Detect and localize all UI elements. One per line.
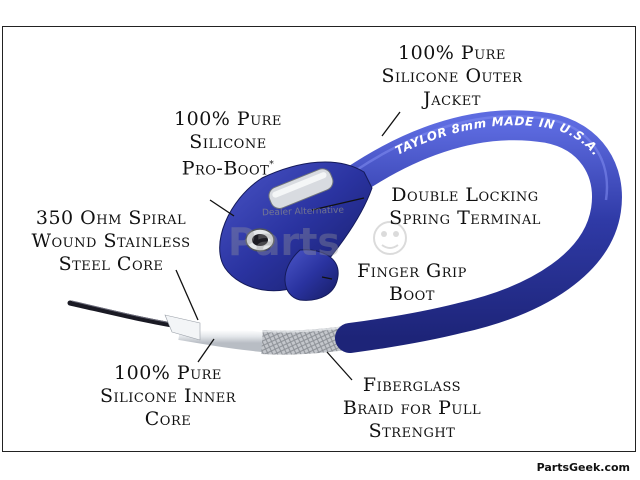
label-spring-terminal: Double Locking Spring Terminal (389, 184, 541, 229)
spring-terminal (245, 168, 334, 252)
leader-braid (326, 351, 353, 381)
svg-text:Parts: Parts (228, 220, 340, 264)
leader-finger-grip (321, 276, 333, 280)
leader-steel-core (175, 269, 199, 321)
label-fiberglass-braid: Fiberglass Braid for Pull Strenght (342, 374, 482, 442)
label-finger-grip: Finger Grip Boot (357, 260, 467, 305)
leader-spring-terminal (311, 197, 365, 211)
label-inner-core: 100% Pure Silicone Inner Core (100, 362, 236, 430)
leader-inner-core (197, 338, 215, 363)
site-credit: PartsGeek.com (536, 461, 630, 474)
diagram-frame (2, 26, 636, 452)
label-outer-jacket: 100% Pure Silicone Outer Jacket (381, 42, 523, 110)
parts-geek-watermark: Parts (228, 220, 407, 264)
label-pro-boot: 100% Pure Silicone Pro-Boot* (174, 108, 282, 180)
finger-grip-boot (284, 249, 339, 301)
leader-lines (175, 111, 401, 381)
label-steel-core: 350 Ohm Spiral Wound Stainless Steel Cor… (31, 207, 191, 275)
leader-outer-jacket (381, 111, 401, 137)
outer-silicone-jacket (350, 125, 607, 338)
leader-pro-boot (209, 199, 235, 217)
